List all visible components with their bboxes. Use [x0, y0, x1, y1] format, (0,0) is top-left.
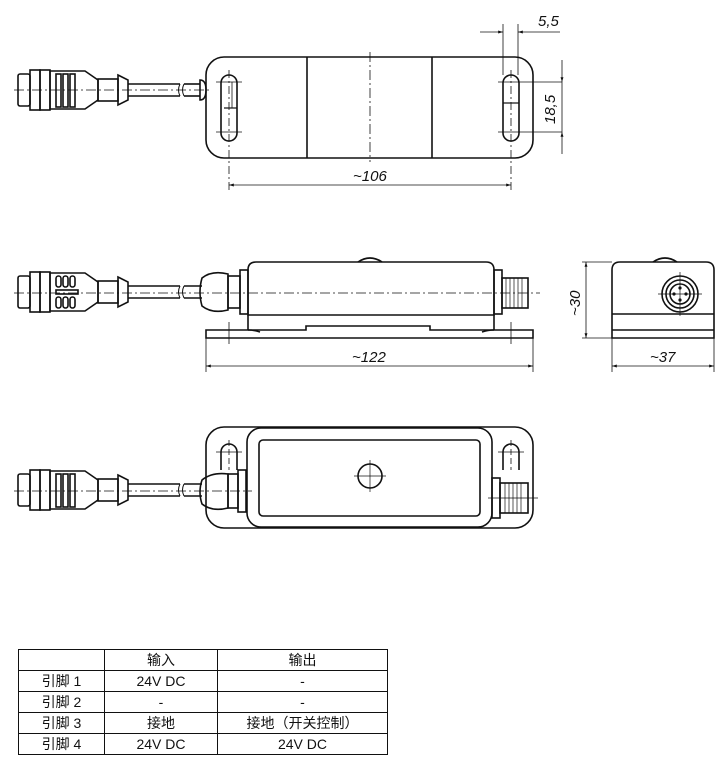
pin-label: 引脚 4: [18, 733, 105, 755]
pin-output: -: [217, 691, 388, 713]
pin-assignment-table: 输入 输出 引脚 1 24V DC - 引脚 2 - - 引脚 3 接地 接地（…: [18, 649, 388, 755]
pin-output: -: [217, 670, 388, 692]
base-plate-bottom: [205, 426, 534, 529]
end-view: [582, 257, 715, 372]
bottom-view: [14, 426, 538, 529]
technical-drawing: 5,5 18,5 ~106 ~122 ~30 ~37: [14, 13, 715, 529]
table-header-row: 输入 输出: [18, 649, 388, 671]
pin-input: 24V DC: [104, 733, 218, 755]
base-plate: [205, 325, 534, 339]
dim-end-width: ~37: [650, 349, 676, 366]
table-row: 引脚 1 24V DC -: [18, 670, 388, 692]
pin-input: -: [104, 691, 218, 713]
top-view: [14, 24, 564, 190]
table-row: 引脚 4 24V DC 24V DC: [18, 733, 388, 755]
dim-slot-offset: 5,5: [538, 13, 560, 30]
header-input: 输入: [104, 649, 218, 671]
dim-end-height: ~30: [567, 290, 584, 316]
pin-output: 接地（开关控制）: [217, 712, 388, 734]
header-output: 输出: [217, 649, 388, 671]
side-view: [14, 257, 540, 372]
cable-plug-side: [17, 269, 249, 315]
housing-bottom: [246, 427, 493, 528]
header-empty: [18, 649, 105, 671]
pin-input: 接地: [104, 712, 218, 734]
housing-top: [205, 56, 534, 159]
housing-side: [247, 261, 495, 316]
pin-input: 24V DC: [104, 670, 218, 692]
dim-slot-spacing: 18,5: [542, 94, 559, 124]
table-row: 引脚 2 - -: [18, 691, 388, 713]
pin-label: 引脚 1: [18, 670, 105, 692]
pin-output: 24V DC: [217, 733, 388, 755]
dim-side-length: ~122: [352, 349, 386, 366]
table-row: 引脚 3 接地 接地（开关控制）: [18, 712, 388, 734]
pin-label: 引脚 2: [18, 691, 105, 713]
pin-label: 引脚 3: [18, 712, 105, 734]
dim-top-length: ~106: [353, 168, 387, 185]
cable-plug-top: [14, 69, 212, 111]
